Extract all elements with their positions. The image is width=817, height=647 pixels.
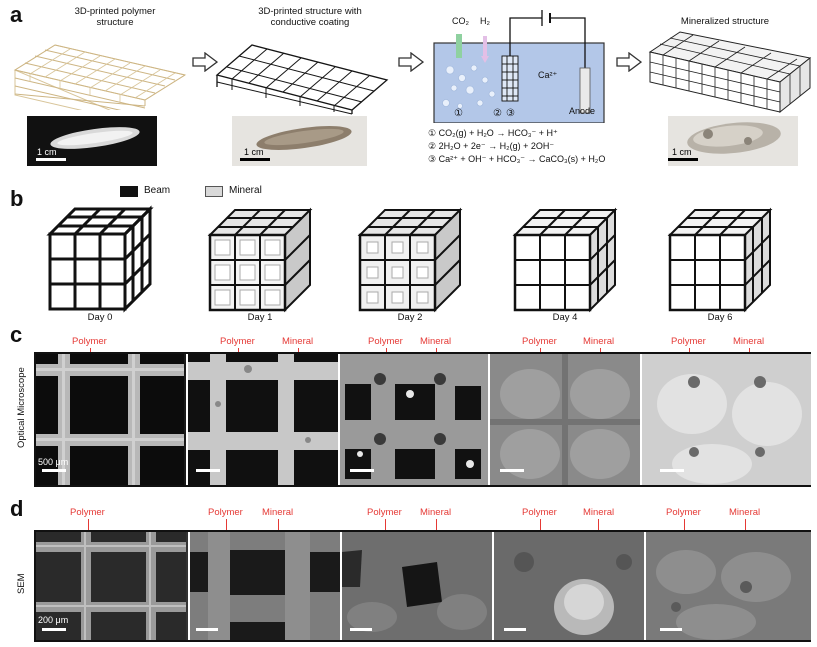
label-polymer-d4: Polymer [666, 507, 701, 518]
label-polymer-c1: Polymer [220, 336, 255, 347]
hollow-right-arrow-icon [192, 52, 218, 72]
label-polymer-d1: Polymer [208, 507, 243, 518]
scalebar-label-a4: 1 cm [672, 147, 692, 157]
label-mineral-d3: Mineral [583, 507, 615, 518]
coated-lattice-render [215, 44, 389, 115]
scalebar-d1 [196, 628, 218, 631]
legend-beam-label: Beam [144, 185, 171, 196]
hollow-right-arrow-icon [616, 52, 642, 72]
label-mineral-d4: Mineral [729, 507, 761, 518]
scalebar-c4 [660, 469, 684, 472]
label-polymer-d2: Polymer [367, 507, 402, 518]
scalebar-label-a1: 1 cm [37, 147, 57, 157]
label-polymer-d0: Polymer [70, 507, 105, 518]
label-mineral-c2: Mineral [420, 336, 452, 347]
marker-1: ① [454, 108, 463, 119]
pointer-polymer-d0 [88, 519, 89, 539]
cube-day-4 [512, 207, 618, 313]
caption-coated-structure: 3D-printed structure with conductive coa… [258, 6, 362, 28]
label-polymer-c4: Polymer [671, 336, 706, 347]
scalebar-d4 [660, 628, 682, 631]
photo-mineralized-sample [668, 116, 798, 166]
equation-1: ① CO₂(g) + H₂O → HCO₃⁻ + H⁺ [428, 128, 558, 138]
panel-label-c: c [10, 322, 23, 347]
sem-day-1 [188, 532, 340, 640]
label-mineral-d2: Mineral [420, 507, 452, 518]
label-mineral-c1: Mineral [282, 336, 314, 347]
mineralized-block-render [648, 31, 812, 114]
side-label-optical-microscope: Optical Microscope [16, 367, 27, 448]
panel-label-a: a [10, 2, 23, 27]
equation-3: ③ Ca²⁺ + OH⁻ + HCO₃⁻ → CaCO₃(s) + H₂O [428, 154, 606, 164]
side-label-sem: SEM [16, 573, 27, 594]
cube-day-6 [667, 207, 773, 313]
scalebar-a2 [240, 158, 270, 161]
optical-image-row [34, 352, 811, 487]
label-polymer-c0: Polymer [72, 336, 107, 347]
legend-beam-swatch [120, 186, 138, 197]
optical-day-4 [488, 354, 640, 485]
scalebar-d3 [504, 628, 526, 631]
label-polymer-c2: Polymer [368, 336, 403, 347]
scalebar-label-d: 200 μm [38, 615, 69, 625]
label-mineral-c3: Mineral [583, 336, 615, 347]
hollow-right-arrow-icon [398, 52, 424, 72]
marker-3: ③ [506, 108, 515, 119]
legend-mineral-label: Mineral [229, 185, 262, 196]
cube-day-0 [48, 207, 152, 311]
optical-day-2 [338, 354, 488, 485]
scalebar-c0 [42, 469, 66, 472]
scalebar-c3 [500, 469, 524, 472]
sem-day-6 [644, 532, 811, 640]
photo-polymer-sample [27, 116, 157, 166]
photo-coated-sample [232, 116, 367, 166]
sem-day-4 [492, 532, 644, 640]
sem-image-row [34, 530, 811, 642]
cube-day-1 [207, 207, 313, 313]
cube-day-2 [357, 207, 463, 313]
scalebar-c2 [350, 469, 374, 472]
calcium-ion-label: Ca²⁺ [538, 70, 558, 80]
scalebar-d0 [42, 628, 66, 631]
optical-day-0 [36, 354, 184, 485]
scalebar-label-a2: 1 cm [244, 147, 264, 157]
marker-2: ② [493, 108, 502, 119]
co2-label: CO₂ [452, 16, 469, 26]
legend-mineral-swatch [205, 186, 223, 197]
label-polymer-c3: Polymer [522, 336, 557, 347]
equation-2: ② 2H₂O + 2e⁻ → H₂(g) + 2OH⁻ [428, 141, 555, 151]
scalebar-c1 [196, 469, 220, 472]
day-label-0: Day 0 [87, 312, 113, 323]
day-label-6: Day 6 [707, 312, 733, 323]
optical-day-1 [186, 354, 338, 485]
panel-label-d: d [10, 496, 24, 521]
optical-day-6 [640, 354, 811, 485]
scalebar-label-c: 500 μm [38, 457, 69, 467]
scalebar-a1 [36, 158, 66, 161]
panel-label-b: b [10, 186, 24, 211]
h2-label: H₂ [480, 16, 490, 26]
caption-polymer-structure: 3D-printed polymer structure [74, 6, 156, 28]
day-label-4: Day 4 [552, 312, 578, 323]
caption-mineralized-structure: Mineralized structure [680, 16, 770, 27]
label-polymer-d3: Polymer [522, 507, 557, 518]
scalebar-d2 [350, 628, 372, 631]
sem-day-2 [340, 532, 492, 640]
polymer-lattice-render [13, 44, 187, 110]
label-mineral-c4: Mineral [733, 336, 765, 347]
label-mineral-d1: Mineral [262, 507, 294, 518]
scalebar-a4 [668, 158, 698, 161]
day-label-2: Day 2 [397, 312, 423, 323]
day-label-1: Day 1 [247, 312, 273, 323]
anode-label: Anode [569, 106, 596, 116]
electrochemical-cell-diagram: CO₂ H₂ Ca²⁺ Anode ① ② ③ [430, 8, 610, 124]
sem-day-0 [36, 532, 186, 640]
